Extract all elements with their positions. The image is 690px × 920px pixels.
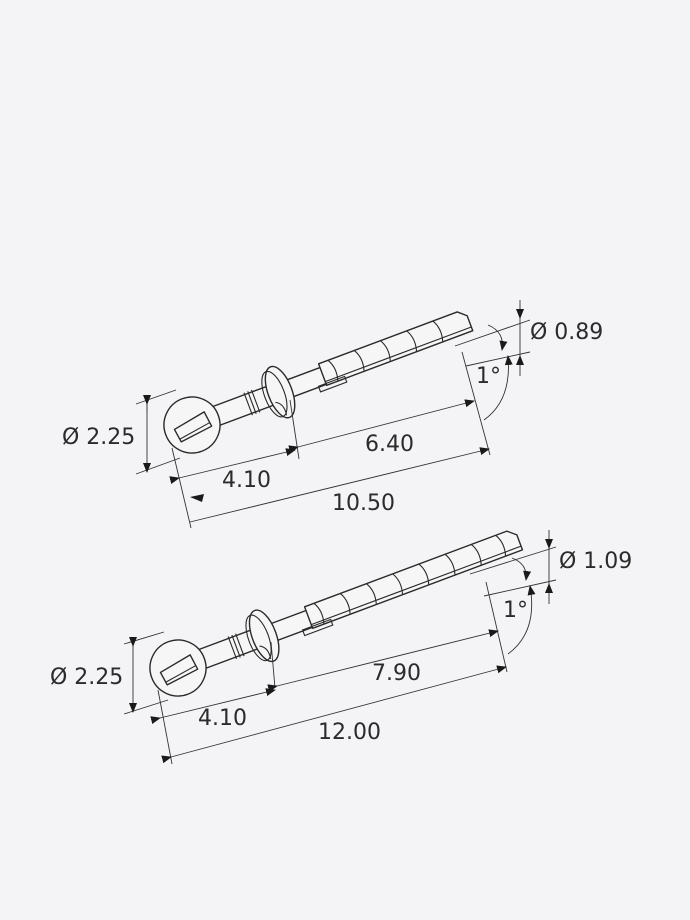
- long-pin-tip-angle-label: 1°: [503, 598, 528, 623]
- short-pin-total-length-label: 10.50: [332, 491, 395, 516]
- short-pin-threaded-length-label: 6.40: [365, 432, 414, 457]
- long-pin-tip-diameter-label: Ø 1.09: [559, 549, 633, 574]
- short-pin-drawing: [135, 300, 531, 529]
- short-pin-head-diameter-label: Ø 2.25: [62, 425, 136, 450]
- short-pin-head-length-label: 4.10: [222, 468, 271, 493]
- long-pin-threaded-length-label: 7.90: [372, 661, 421, 686]
- long-pin-head-diameter-label: Ø 2.25: [50, 665, 124, 690]
- long-pin-total-length-label: 12.00: [318, 720, 381, 745]
- long-pin-drawing: [123, 530, 557, 765]
- short-pin-tip-diameter-label: Ø 0.89: [530, 320, 604, 345]
- long-pin-head-length-label: 4.10: [198, 706, 247, 731]
- short-pin-tip-angle-label: 1°: [476, 364, 501, 389]
